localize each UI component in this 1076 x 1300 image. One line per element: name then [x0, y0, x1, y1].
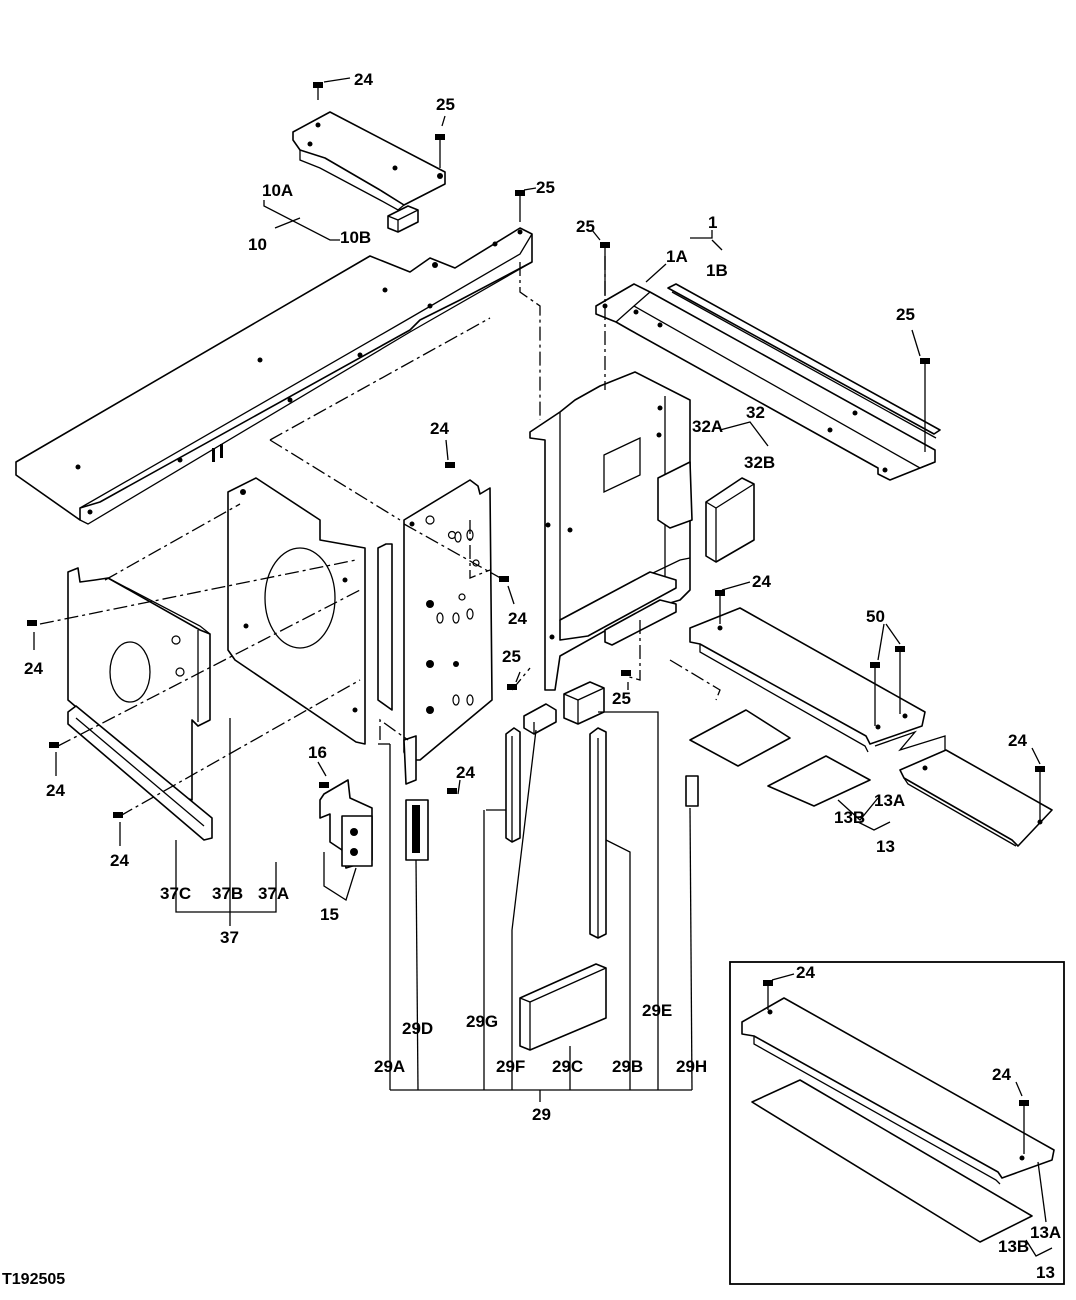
block-29e — [563, 681, 605, 725]
label-15: 15 — [320, 905, 339, 924]
label-37c: 37C — [160, 884, 191, 903]
label-25: 25 — [436, 95, 455, 114]
label-29c: 29C — [552, 1057, 583, 1076]
label-25: 25 — [612, 689, 631, 708]
label-10: 10 — [248, 235, 267, 254]
label-32a: 32A — [692, 417, 723, 436]
label-37a: 37A — [258, 884, 289, 903]
label-24: 24 — [46, 781, 65, 800]
inset-label-13b: 13B — [998, 1237, 1029, 1256]
frame-32a — [529, 371, 693, 691]
label-37: 37 — [220, 928, 239, 947]
bar-37c — [67, 705, 213, 841]
perforated-panel — [377, 479, 493, 785]
label-29e: 29E — [642, 1001, 672, 1020]
strip-1b — [667, 283, 941, 439]
label-25: 25 — [896, 305, 915, 324]
block-10b — [387, 205, 419, 233]
plate-37a — [227, 477, 366, 745]
side-rail — [15, 227, 533, 525]
block-29f — [523, 703, 557, 735]
inset-label-24: 24 — [796, 963, 815, 982]
label-24: 24 — [430, 419, 449, 438]
label-29: 29 — [532, 1105, 551, 1124]
bracket-15 — [319, 779, 373, 869]
label-24: 24 — [508, 609, 527, 628]
label-1b: 1B — [706, 261, 728, 280]
inset-label-13a: 13A — [1030, 1223, 1061, 1242]
label-24: 24 — [110, 851, 129, 870]
bracket-10a — [292, 111, 446, 211]
label-32: 32 — [746, 403, 765, 422]
label-1: 1 — [708, 213, 717, 232]
inset-label-13: 13 — [1036, 1263, 1055, 1282]
label-24: 24 — [24, 659, 43, 678]
label-10b: 10B — [340, 228, 371, 247]
label-24: 24 — [456, 763, 475, 782]
alignment-lines — [39, 256, 721, 817]
inset-detail — [729, 961, 1065, 1285]
label-13b: 13B — [834, 808, 865, 827]
label-13: 13 — [876, 837, 895, 856]
label-24: 24 — [1008, 731, 1027, 750]
strip-29g — [505, 727, 521, 843]
label-1a: 1A — [666, 247, 688, 266]
label-10a: 10A — [262, 181, 293, 200]
label-29h: 29H — [676, 1057, 707, 1076]
label-37b: 37B — [212, 884, 243, 903]
pad-29c — [519, 963, 607, 1051]
part-labels: 24 25 25 10A 10 10B 1 25 1A 1B 25 32A 32… — [24, 70, 1027, 1124]
label-29g: 29G — [466, 1012, 498, 1031]
pad-13b-a — [689, 709, 791, 767]
label-32b: 32B — [744, 453, 775, 472]
pad-13b-b — [767, 755, 871, 807]
label-16: 16 — [308, 743, 327, 762]
cover-13a — [689, 607, 1053, 847]
strip-29b — [589, 727, 607, 939]
inset-label-24: 24 — [992, 1065, 1011, 1084]
strip-29d — [405, 799, 429, 861]
label-24: 24 — [752, 572, 771, 591]
label-29b: 29B — [612, 1057, 643, 1076]
label-29f: 29F — [496, 1057, 525, 1076]
label-13a: 13A — [874, 791, 905, 810]
label-25: 25 — [536, 178, 555, 197]
label-29a: 29A — [374, 1057, 405, 1076]
pad-32b — [705, 477, 755, 563]
leader-lines — [33, 77, 1041, 1102]
label-29d: 29D — [402, 1019, 433, 1038]
label-50: 50 — [866, 607, 885, 626]
figure-id: T192505 — [2, 1271, 65, 1288]
label-25: 25 — [576, 217, 595, 236]
label-25: 25 — [502, 647, 521, 666]
label-24: 24 — [354, 70, 373, 89]
inset-labels: 24 24 13A 13B 13 — [796, 963, 1061, 1282]
rail-1a — [595, 283, 936, 481]
block-29h — [685, 775, 699, 807]
